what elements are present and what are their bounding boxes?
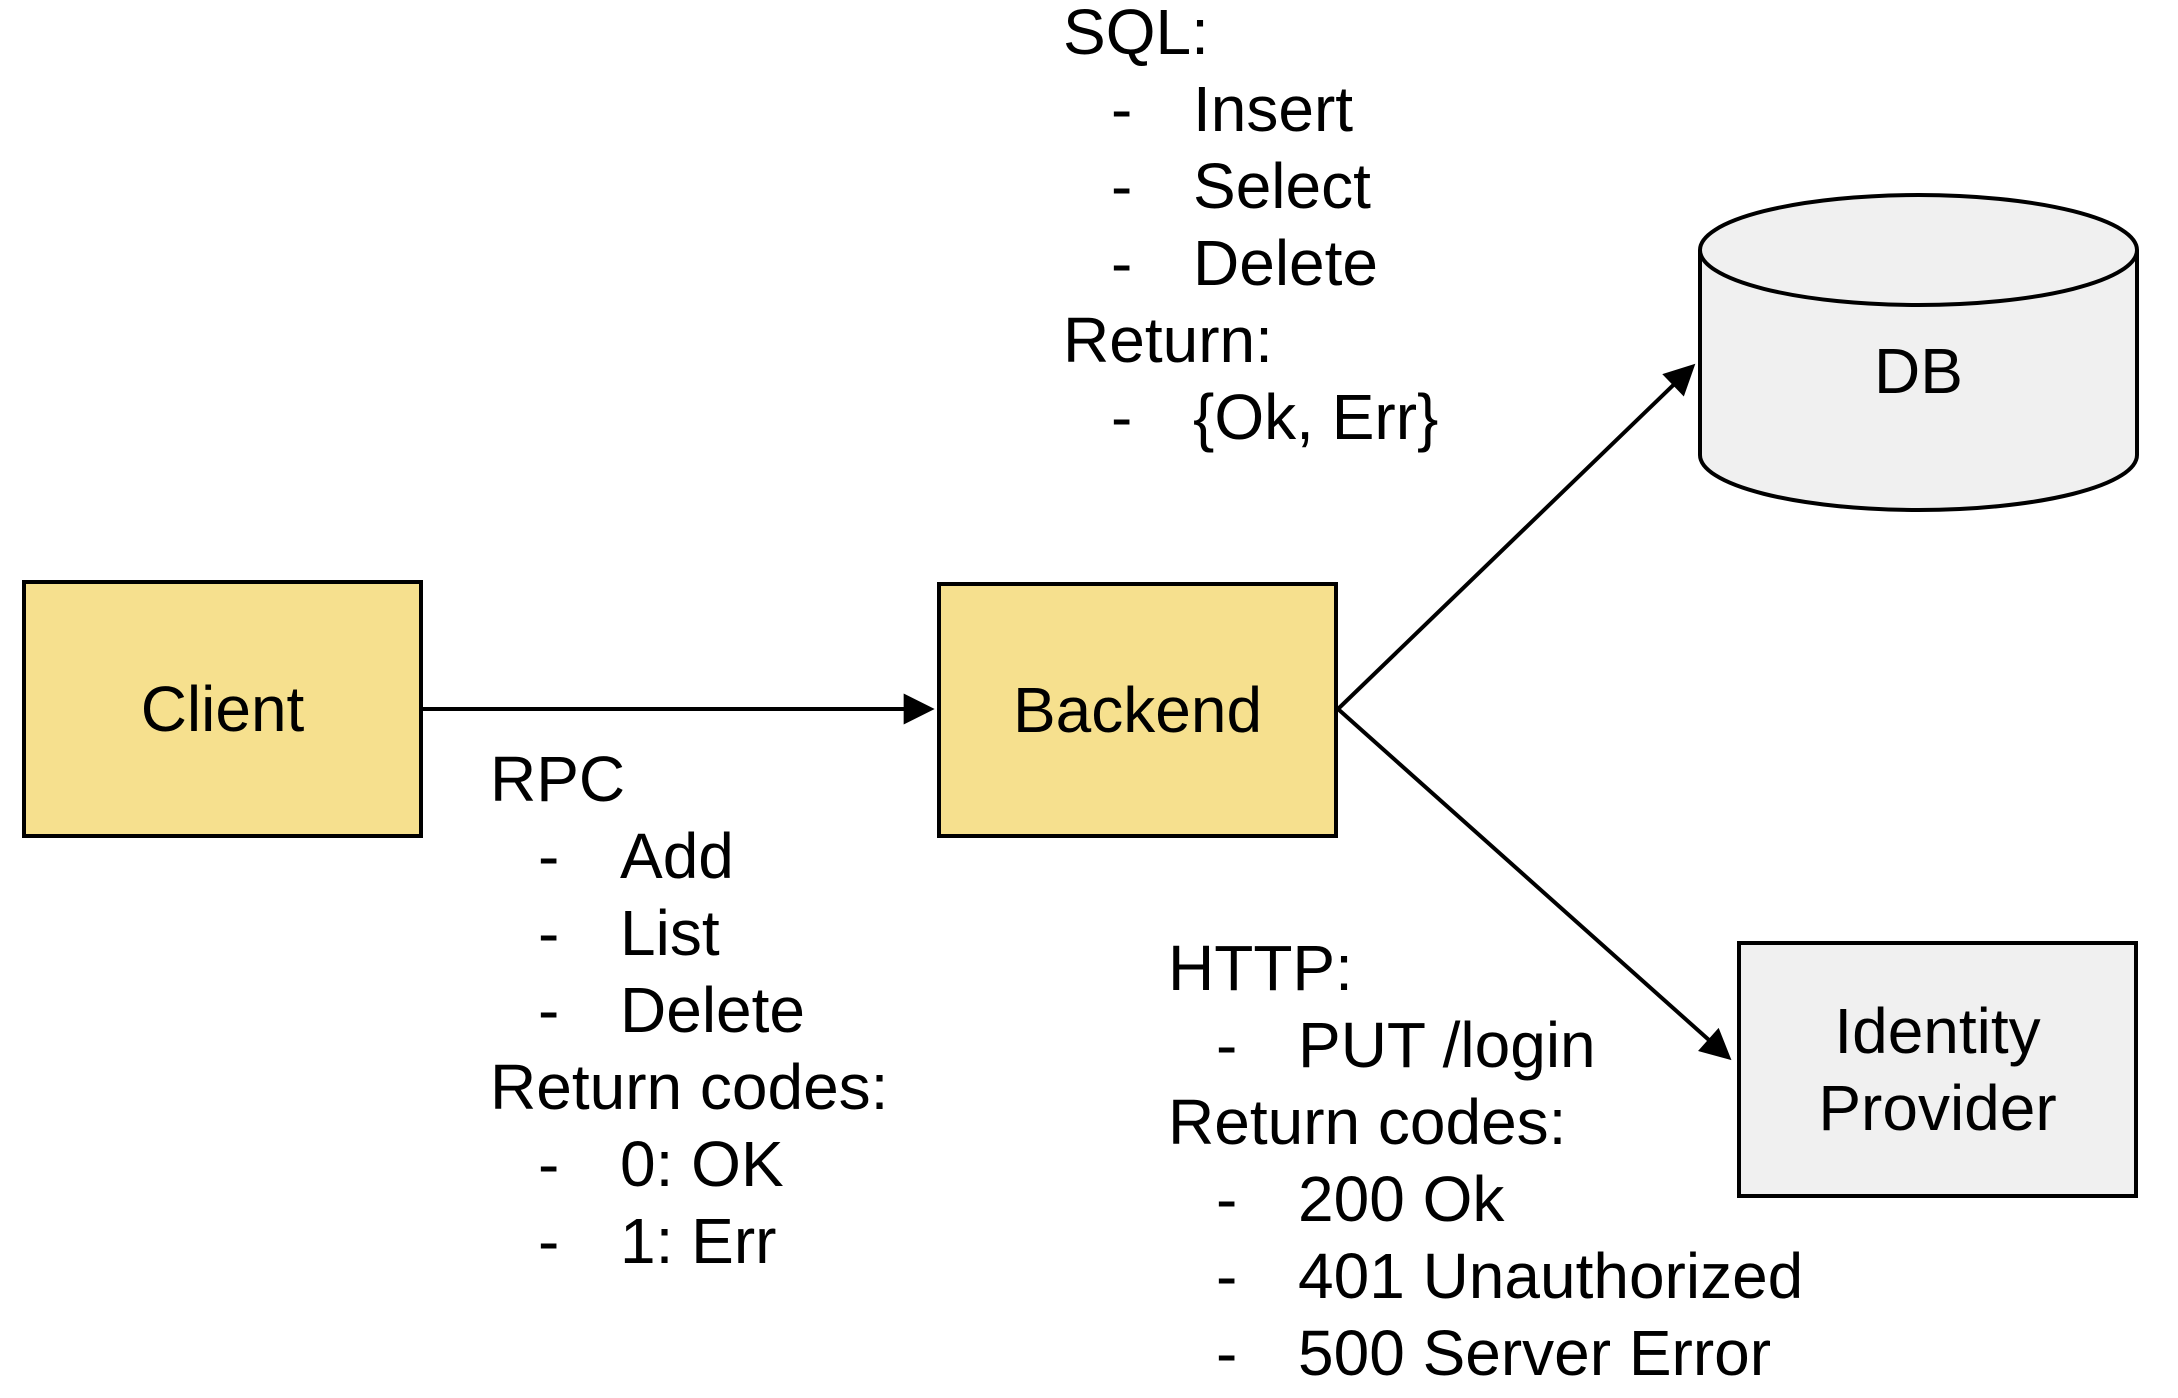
annotation-rpc-item: -Add: [490, 818, 888, 895]
annotation-http-item: -200 Ok: [1168, 1161, 1803, 1238]
annotation-sql-item: -Select: [1063, 148, 1438, 225]
annotation-text: Add: [620, 820, 734, 892]
annotation-text: List: [620, 897, 720, 969]
bullet-dash: -: [1111, 381, 1133, 453]
bullet-dash: -: [1216, 1317, 1238, 1389]
node-client: Client: [22, 580, 423, 838]
annotation-text: Return:: [1063, 304, 1273, 376]
db-cylinder-icon: [1698, 193, 2139, 512]
node-db: DB: [1698, 193, 2139, 512]
annotation-sql-item: -Insert: [1063, 71, 1438, 148]
bullet-dash: -: [1216, 1240, 1238, 1312]
bullet-dash: -: [538, 1128, 560, 1200]
annotation-rpc-header: Return codes:: [490, 1049, 888, 1126]
annotation-http: HTTP: -PUT /login Return codes: -200 Ok …: [1168, 930, 1803, 1392]
bullet-dash: -: [538, 820, 560, 892]
node-db-label: DB: [1874, 335, 1963, 407]
annotation-http-header: Return codes:: [1168, 1084, 1803, 1161]
annotation-text: 500 Server Error: [1298, 1317, 1772, 1389]
annotation-text: 0: OK: [620, 1128, 784, 1200]
bullet-dash: -: [1111, 73, 1133, 145]
annotation-rpc: RPC -Add -List -Delete Return codes: -0:…: [490, 741, 888, 1280]
annotation-text: SQL:: [1063, 0, 1209, 68]
annotation-sql-header: SQL:: [1063, 0, 1438, 71]
annotation-text: PUT /login: [1298, 1009, 1596, 1081]
annotation-sql-header: Return:: [1063, 302, 1438, 379]
annotation-text: HTTP:: [1168, 932, 1353, 1004]
annotation-rpc-item: -List: [490, 895, 888, 972]
annotation-text: Return codes:: [1168, 1086, 1567, 1158]
annotation-http-item: -500 Server Error: [1168, 1315, 1803, 1392]
annotation-text: {Ok, Err}: [1193, 381, 1439, 453]
annotation-text: RPC: [490, 743, 626, 815]
bullet-dash: -: [538, 897, 560, 969]
annotation-text: Insert: [1193, 73, 1354, 145]
annotation-text: Delete: [1193, 227, 1378, 299]
annotation-rpc-item: -1: Err: [490, 1203, 888, 1280]
node-backend: Backend: [937, 582, 1338, 838]
annotation-sql-item: -{Ok, Err}: [1063, 379, 1438, 456]
annotation-text: 401 Unauthorized: [1298, 1240, 1804, 1312]
bullet-dash: -: [1216, 1163, 1238, 1235]
node-backend-label: Backend: [1012, 673, 1263, 746]
annotation-text: 200 Ok: [1298, 1163, 1505, 1235]
annotation-sql-item: -Delete: [1063, 225, 1438, 302]
annotation-rpc-header: RPC: [490, 741, 888, 818]
annotation-text: Delete: [620, 974, 805, 1046]
annotation-text: Return codes:: [490, 1051, 889, 1123]
node-identity-provider-label: Identity Provider: [1818, 994, 2057, 1144]
bullet-dash: -: [1111, 150, 1133, 222]
annotation-http-item: -PUT /login: [1168, 1007, 1803, 1084]
annotation-sql: SQL: -Insert -Select -Delete Return: -{O…: [1063, 0, 1438, 456]
annotation-text: 1: Err: [620, 1205, 777, 1277]
annotation-rpc-item: -0: OK: [490, 1126, 888, 1203]
bullet-dash: -: [538, 1205, 560, 1277]
bullet-dash: -: [1111, 227, 1133, 299]
annotation-rpc-item: -Delete: [490, 972, 888, 1049]
annotation-http-item: -401 Unauthorized: [1168, 1238, 1803, 1315]
node-identity-provider: Identity Provider: [1737, 941, 2138, 1198]
bullet-dash: -: [1216, 1009, 1238, 1081]
bullet-dash: -: [538, 974, 560, 1046]
node-client-label: Client: [140, 672, 305, 745]
annotation-http-header: HTTP:: [1168, 930, 1803, 1007]
annotation-text: Select: [1193, 150, 1371, 222]
